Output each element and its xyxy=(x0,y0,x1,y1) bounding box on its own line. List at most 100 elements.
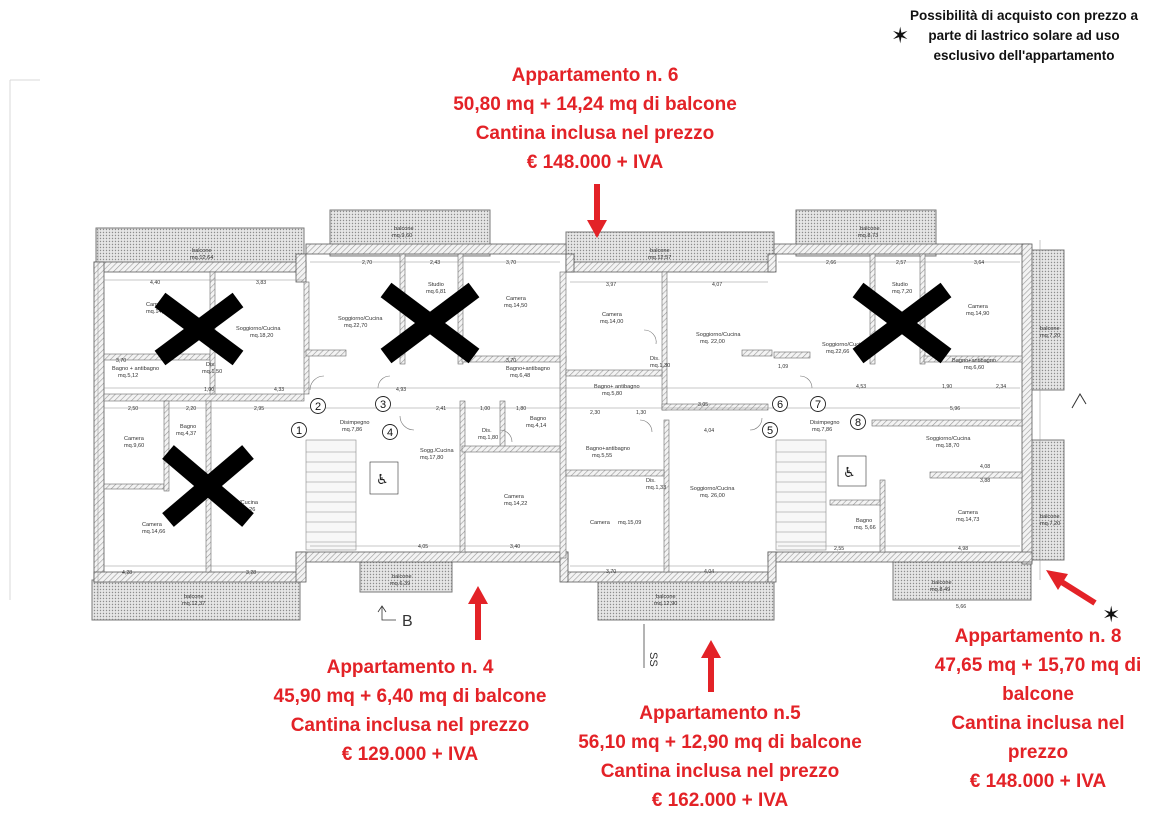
note-line: parte di lastrico solare ad uso xyxy=(928,28,1120,43)
balcony-name: balcone xyxy=(656,594,676,600)
apartment-cellar: Cantina inclusa nel xyxy=(951,713,1125,734)
dim-label: 3,70 xyxy=(506,260,516,266)
room-name: Soggiorno/Cucina xyxy=(926,436,971,442)
note-line: esclusivo dell'appartamento xyxy=(933,48,1115,63)
dim-label: 1,09 xyxy=(778,364,788,370)
dim-label: 1,30 xyxy=(636,410,646,416)
room-area: mq.14,66 xyxy=(142,529,165,535)
room-area: mq.15,09 xyxy=(618,520,641,526)
apartment-title: Appartamento n. 4 xyxy=(326,657,494,678)
room-name: Camera xyxy=(590,520,611,526)
section-label-ss: SS xyxy=(647,652,659,667)
unit-markers xyxy=(291,396,866,440)
balcony-name: balcone xyxy=(192,248,212,254)
room-name: Bagno+antibagno xyxy=(952,358,996,364)
room-area: mq.14,50 xyxy=(504,303,527,309)
balcony-name: balcone xyxy=(392,574,412,580)
marker-number: 4 xyxy=(387,427,393,439)
dim-label: 4,40 xyxy=(150,280,160,286)
dim-label: 3,83 xyxy=(256,280,266,286)
room-name: Camera xyxy=(968,304,989,310)
dimension-lines xyxy=(97,230,1041,600)
dim-label: 3,70 xyxy=(116,358,126,364)
dim-label: 3,40 xyxy=(510,544,520,550)
room-area: mq. 5,66 xyxy=(854,525,876,531)
apartment-cellar: Cantina inclusa nel prezzo xyxy=(600,761,840,782)
balcony-area: mq.7,20 xyxy=(1040,521,1060,527)
room-area: mq.14, xyxy=(146,309,164,315)
balcony-name: balcone xyxy=(650,248,670,254)
apartment-price: € 148.000 + IVA xyxy=(526,152,664,173)
red-arrows xyxy=(468,184,1097,692)
room-area: mq. 26,00 xyxy=(700,493,725,499)
dim-label: 4,04 xyxy=(704,428,714,434)
dim-label: 3,64 xyxy=(974,260,984,266)
room-area: mq.1,50 xyxy=(202,369,222,375)
apartment-cellar: Cantina inclusa nel prezzo xyxy=(475,123,715,144)
room-area: mq.6,48 xyxy=(510,373,530,379)
arrow-down-icon xyxy=(587,184,607,238)
sold-cross-icon xyxy=(852,282,952,364)
room-name: Bagno xyxy=(856,518,872,524)
balcony-name: balcone xyxy=(394,226,414,232)
apartment-title: Appartamento n. 6 xyxy=(511,65,679,86)
sold-crosses xyxy=(154,282,952,527)
apartment-area-2: balcone xyxy=(1002,684,1074,705)
unit-marker-numbers: 1 2 3 4 5 6 7 8 xyxy=(296,399,861,439)
room-name: Studio xyxy=(892,282,908,288)
room-area: mq.1,33 xyxy=(646,485,666,491)
solar-terrace-note: Possibilità di acquisto con prezzo a par… xyxy=(890,6,1158,66)
dim-label: 2,20 xyxy=(186,406,196,412)
room-name: Sogg./Cucina xyxy=(420,448,454,454)
room-area: mq.18,20 xyxy=(250,333,273,339)
drawing-frame xyxy=(9,79,40,600)
marker-number: 6 xyxy=(777,399,783,411)
apartment-price: € 162.000 + IVA xyxy=(651,790,789,811)
apartment-area: 47,65 mq + 15,70 mq di xyxy=(934,655,1142,676)
room-area: mq. 22,00 xyxy=(700,339,725,345)
dim-label: 2,34 xyxy=(996,384,1006,390)
room-name: Soggiorno/Cucina xyxy=(822,342,867,348)
apartment-area: 45,90 mq + 6,40 mq di balcone xyxy=(273,686,547,707)
dim-label: 3,97 xyxy=(606,282,616,288)
dim-label: 2,41 xyxy=(436,406,446,412)
room-area: mq.18,70 xyxy=(936,443,959,449)
dim-label: 1,00 xyxy=(480,406,490,412)
balcony-area: mq.8,49 xyxy=(930,587,950,593)
marker-number: 7 xyxy=(815,399,821,411)
balcony-area: mq.6,39 xyxy=(390,581,410,587)
apartment-area: 50,80 mq + 14,24 mq di balcone xyxy=(453,94,737,115)
dim-label: 4,93 xyxy=(396,387,406,393)
dim-label: 1,00 xyxy=(204,387,214,393)
room-area: mq.14,00 xyxy=(600,319,623,325)
apartment-price: € 129.000 + IVA xyxy=(341,744,479,765)
marker-number: 1 xyxy=(296,425,302,437)
room-name: Soggiorno/Cucina xyxy=(338,316,383,322)
room-name: Soggiorno/Cucina xyxy=(236,326,281,332)
dim-label: 4,28 xyxy=(122,570,132,576)
room-area: mq.14,73 xyxy=(956,517,979,523)
room-area: mq.14,22 xyxy=(504,501,527,507)
stairwells xyxy=(305,439,867,551)
apartment-5-callout: Appartamento n.5 56,10 mq + 12,90 mq di … xyxy=(540,699,900,815)
room-area: mq.5,55 xyxy=(592,453,612,459)
room-area: mq.4,14 xyxy=(526,423,546,429)
balcony-area: mq.12,37 xyxy=(182,601,205,607)
room-area: mq.6,60 xyxy=(964,365,984,371)
dim-label: 3,70 xyxy=(506,358,516,364)
room-name: Studio xyxy=(428,282,444,288)
dim-label: 4,04 xyxy=(704,569,714,575)
apartment-cellar-2: prezzo xyxy=(1007,742,1069,763)
marker-number: 5 xyxy=(767,425,773,437)
sold-cross-icon xyxy=(154,292,244,366)
balcony-name: balcone xyxy=(860,226,880,232)
room-name: Sogg/Cucina xyxy=(226,500,259,506)
room-name: Bagno+ antibagno xyxy=(594,384,640,390)
marker-number: 3 xyxy=(380,399,386,411)
dim-label: 1,90 xyxy=(942,384,952,390)
section-label-b: B xyxy=(402,613,413,630)
sold-cross-icon xyxy=(380,282,480,364)
dim-label: 5,66 xyxy=(956,604,966,610)
room-name: Camera xyxy=(142,522,163,528)
marker-number: 8 xyxy=(855,417,861,429)
